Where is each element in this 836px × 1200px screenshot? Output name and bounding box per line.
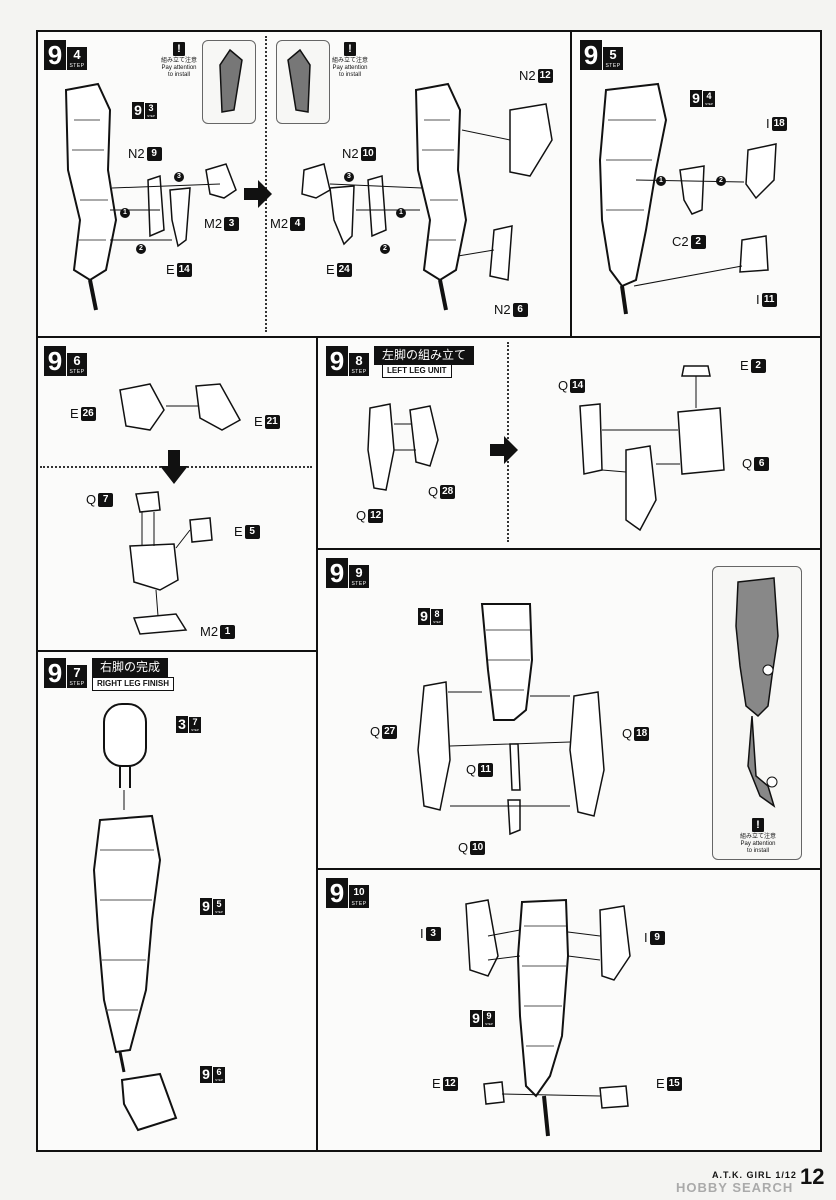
order-callout: 1 bbox=[656, 176, 666, 186]
order-callout: 2 bbox=[136, 244, 146, 254]
next-arrow bbox=[244, 180, 272, 208]
step-title-en: RIGHT LEG FINISH bbox=[92, 677, 174, 691]
left-leg-parts-diagram bbox=[367, 403, 439, 491]
detail-inset-part bbox=[219, 48, 243, 113]
divider-row1 bbox=[36, 336, 822, 338]
step-title-jp: 左脚の組み立て bbox=[374, 346, 475, 365]
left-leg-assembly-diagram bbox=[579, 365, 725, 532]
order-callout: 2 bbox=[380, 244, 390, 254]
page-number: 12 bbox=[800, 1164, 825, 1189]
product-name: A.T.K. GIRL 1/12 bbox=[712, 1170, 797, 1180]
divider-step910 bbox=[318, 868, 822, 870]
order-callout: 1 bbox=[120, 208, 130, 218]
step-title-jp: 右脚の完成 bbox=[92, 658, 169, 677]
left-leg-diagram bbox=[417, 603, 605, 836]
divider-left-column bbox=[316, 338, 318, 1152]
down-arrow bbox=[160, 450, 188, 484]
watermark: HOBBY SEARCH bbox=[676, 1180, 794, 1195]
leg-assembly-diagram bbox=[598, 82, 777, 315]
order-callout: 3 bbox=[344, 172, 354, 182]
order-callout: 1 bbox=[396, 208, 406, 218]
foot-assembly-diagram bbox=[129, 491, 213, 635]
dotted-divider-94 bbox=[265, 36, 267, 332]
order-callout: 3 bbox=[174, 172, 184, 182]
detail-inset-leg bbox=[735, 577, 779, 808]
leg-assembly-diagram bbox=[64, 82, 237, 311]
next-arrow bbox=[490, 436, 518, 464]
order-callout: 2 bbox=[716, 176, 726, 186]
right-leg-finished-diagram bbox=[92, 703, 178, 1132]
left-leg-finish-diagram bbox=[465, 898, 631, 1137]
divider-step99 bbox=[318, 548, 822, 550]
divider-step97 bbox=[36, 650, 316, 652]
step-title-en: LEFT LEG UNIT bbox=[382, 364, 452, 378]
divider-step95 bbox=[570, 30, 572, 336]
foot-assembly-diagram bbox=[119, 383, 242, 431]
leg-assembly-diagram bbox=[301, 82, 553, 311]
detail-inset-part bbox=[287, 48, 311, 113]
